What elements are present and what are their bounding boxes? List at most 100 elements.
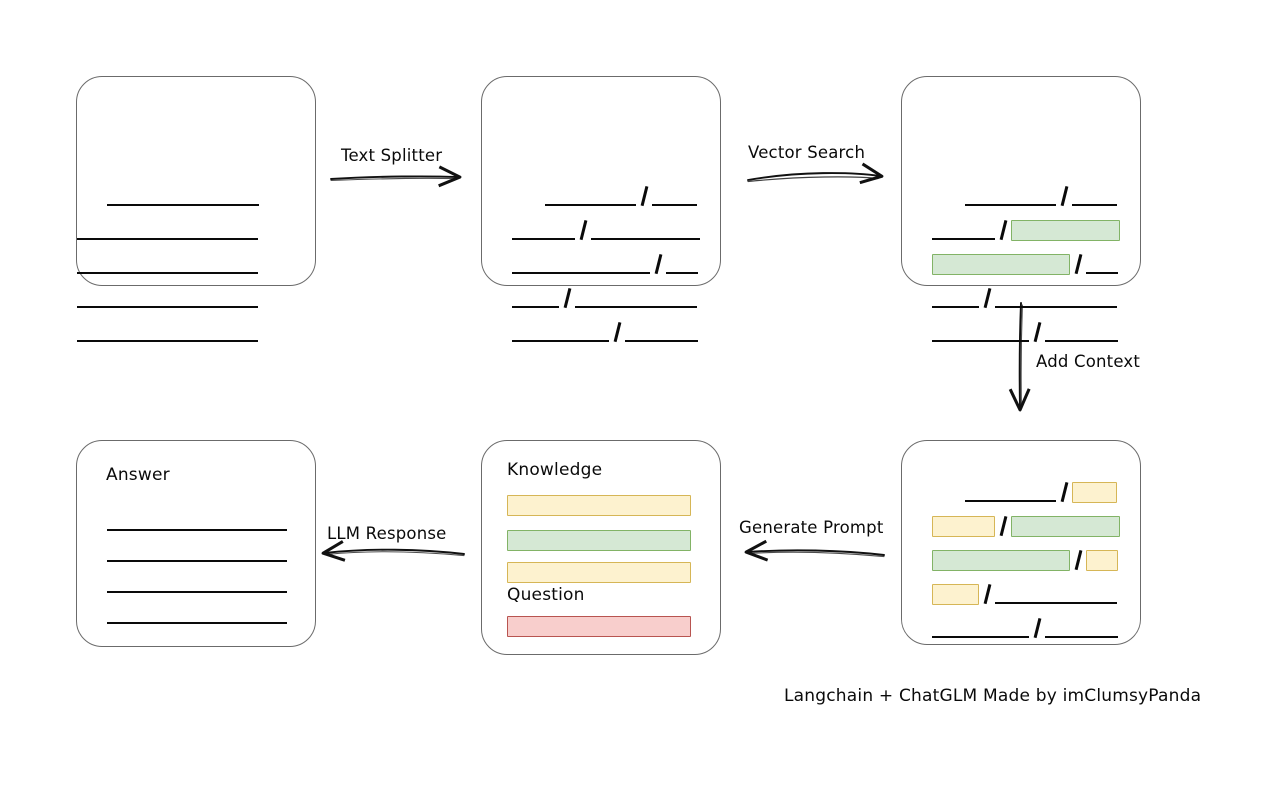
- chunk-segment: [652, 185, 697, 207]
- chunk-line: [932, 583, 1117, 605]
- text-line-segment: [77, 321, 258, 343]
- chunk-segment: [965, 481, 1056, 503]
- chunk-line: [545, 185, 697, 207]
- matched-chunk-highlight: [932, 549, 1070, 571]
- arrow-add-context: [1008, 302, 1031, 412]
- question-bar-row: [507, 615, 691, 637]
- knowledge-bar-row: [507, 494, 691, 516]
- chunk-line: [932, 287, 1117, 309]
- text-line-segment: [107, 185, 259, 207]
- knowledge-bar: [507, 529, 691, 551]
- knowledge-bar: [507, 494, 691, 516]
- chunk-line: [932, 321, 1118, 343]
- arrow-generate-prompt: [744, 539, 885, 562]
- answer-label: Answer: [106, 465, 170, 485]
- text-line-segment: [107, 572, 287, 594]
- node-context-chunks[interactable]: [901, 440, 1141, 645]
- answer-line: [107, 572, 287, 594]
- slash-separator: [995, 515, 1011, 537]
- context-chunk-highlight: [932, 583, 979, 605]
- chunk-segment: [545, 185, 636, 207]
- knowledge-bar-row: [507, 529, 691, 551]
- slash-separator: [1056, 481, 1072, 503]
- answer-line: [107, 510, 287, 532]
- slash-separator: [1056, 185, 1072, 207]
- slash-separator: [995, 219, 1011, 241]
- text-line-segment: [107, 603, 287, 625]
- chunk-segment: [575, 287, 697, 309]
- chunk-segment: [512, 287, 559, 309]
- node-prompt[interactable]: Knowledge Question: [481, 440, 721, 655]
- answer-rows: [77, 441, 315, 646]
- chunk-line: [932, 617, 1118, 639]
- answer-line: [107, 541, 287, 563]
- slash-separator: [1029, 321, 1045, 343]
- chunk-segment: [625, 321, 698, 343]
- arrow-text-splitter: [330, 165, 462, 188]
- chunk-segment: [1045, 321, 1118, 343]
- text-line-segment: [77, 253, 258, 275]
- arrow-vector-search: [747, 162, 884, 185]
- slash-separator: [1029, 617, 1045, 639]
- knowledge-bar-row: [507, 561, 691, 583]
- chunk-segment: [932, 287, 979, 309]
- knowledge-bar: [507, 561, 691, 583]
- chunk-segment: [1072, 185, 1117, 207]
- text-line-segment: [77, 287, 258, 309]
- slash-separator: [575, 219, 591, 241]
- edge-label-add-context: Add Context: [1036, 352, 1141, 371]
- context-chunk-highlight: [932, 515, 995, 537]
- chunk-segment: [512, 321, 609, 343]
- context-chunks-rows: [902, 441, 1140, 644]
- answer-line: [107, 603, 287, 625]
- chunk-segment: [995, 287, 1117, 309]
- edge-label-generate-prompt: Generate Prompt: [739, 518, 884, 537]
- doc-line: [77, 219, 258, 241]
- doc-line: [77, 253, 258, 275]
- split-chunks-rows: [482, 77, 720, 342]
- matched-chunk-highlight: [932, 253, 1070, 275]
- node-matched-chunks[interactable]: [901, 76, 1141, 342]
- text-line-segment: [77, 219, 258, 241]
- edge-label-vector-search: Vector Search: [748, 143, 866, 162]
- chunk-line: [932, 219, 1120, 241]
- chunk-segment: [1045, 617, 1118, 639]
- slash-separator: [636, 185, 652, 207]
- matched-chunks-rows: [902, 77, 1140, 342]
- node-answer[interactable]: Answer: [76, 440, 316, 647]
- slash-separator: [559, 287, 575, 309]
- chunk-line: [512, 253, 698, 275]
- slash-separator: [979, 583, 995, 605]
- slash-separator: [979, 287, 995, 309]
- chunk-segment: [932, 219, 995, 241]
- chunk-segment: [512, 253, 650, 275]
- context-chunk-highlight: [1086, 549, 1118, 571]
- question-label: Question: [507, 585, 585, 605]
- chunk-segment: [995, 583, 1117, 605]
- node-split-chunks[interactable]: [481, 76, 721, 342]
- chunk-line: [932, 549, 1118, 571]
- edge-label-llm-response: LLM Response: [327, 524, 447, 543]
- chunk-line: [512, 219, 700, 241]
- node-source-document[interactable]: [76, 76, 316, 342]
- question-bar: [507, 615, 691, 637]
- chunk-line: [932, 515, 1120, 537]
- doc-line: [77, 321, 258, 343]
- chunk-line: [965, 185, 1117, 207]
- slash-separator: [1070, 549, 1086, 571]
- chunk-line: [512, 321, 698, 343]
- chunk-line: [932, 253, 1118, 275]
- edge-label-text-splitter: Text Splitter: [341, 146, 443, 165]
- slash-separator: [1070, 253, 1086, 275]
- chunk-segment: [965, 185, 1056, 207]
- chunk-line: [512, 287, 697, 309]
- text-line-segment: [107, 510, 287, 532]
- slash-separator: [650, 253, 666, 275]
- footer-credit: Langchain + ChatGLM Made by imClumsyPand…: [784, 686, 1202, 706]
- matched-chunk-highlight: [1011, 219, 1120, 241]
- knowledge-label: Knowledge: [507, 460, 603, 480]
- chunk-segment: [932, 321, 1029, 343]
- chunk-line: [965, 481, 1117, 503]
- slash-separator: [609, 321, 625, 343]
